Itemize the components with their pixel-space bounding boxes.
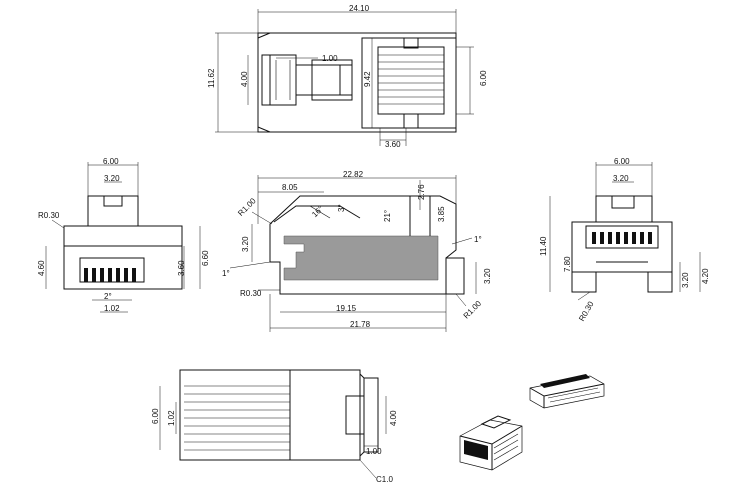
rear-total-height: 11.40 [539,236,548,256]
front-latch-width: 3.20 [104,174,120,183]
side-radius-bottom-left: R0.30 [240,289,262,298]
bottom-latch-height: 4.00 [389,410,398,426]
rear-latch-width: 3.20 [613,174,629,183]
rear-view: 6.00 3.20 11.40 7.80 3.20 4.20 R0.30 [539,157,710,323]
front-height: 4.60 [37,260,46,276]
front-view: 6.00 3.20 R0.30 4.60 6.60 3.60 2° 1.02 [37,157,210,313]
top-contact-depth: 3.60 [385,140,401,149]
bottom-chamfer: C1.0 [376,475,393,484]
side-view: 22.82 8.05 2.76 16° 3° 21° 3.85 R1.00 3.… [222,170,492,332]
side-lower-length: 19.15 [336,304,357,313]
rear-width: 6.00 [614,157,630,166]
side-angle-right: 1° [474,235,482,244]
front-pitch-count: 2° [104,292,112,301]
iso-view-bottom-left [459,415,523,471]
front-corner-radius: R0.30 [38,211,60,220]
rear-right-height: 4.20 [701,268,710,284]
side-height-right: 3.20 [483,268,492,284]
top-view: 24.10 11.62 1.00 4.00 9.42 6.00 3.60 [207,4,488,149]
bottom-view: 6.00 1.02 4.00 1.00 C1.0 [151,369,398,484]
front-lower-height: 3.60 [177,260,186,276]
top-body-height: 6.00 [479,70,488,86]
side-overall-length: 22.82 [343,170,364,179]
top-latch-width: 1.00 [322,54,338,63]
top-height: 11.62 [207,68,216,88]
iso-view-top-right [529,374,605,409]
side-body-length: 21.78 [350,320,371,329]
top-overall-length: 24.10 [349,4,370,13]
side-angle-left: 1° [222,269,230,278]
front-width: 6.00 [103,157,119,166]
side-tip-height: 2.76 [417,184,426,200]
bottom-latch-width: 1.00 [366,447,382,456]
bottom-height: 6.00 [151,408,160,424]
side-slot-depth: 3.85 [437,206,446,222]
rear-corner-radius: R0.30 [577,299,596,322]
side-height-left: 3.20 [241,236,250,252]
top-latch-height: 4.00 [240,71,249,87]
front-contact-pitch: 1.02 [104,304,120,313]
side-radius-bottom-right: R1.00 [462,299,484,321]
side-latch-offset: 3° [337,204,346,212]
side-radius-top: R1.00 [236,196,258,218]
bottom-contact-pitch: 1.02 [167,410,176,426]
side-slot-21: 21° [383,210,392,222]
top-contact-span: 9.42 [363,71,372,87]
front-total-height: 6.60 [201,250,210,266]
rear-body-height: 7.80 [563,256,572,272]
side-latch-length: 8.05 [282,183,298,192]
rear-latch-depth: 3.20 [681,272,690,288]
